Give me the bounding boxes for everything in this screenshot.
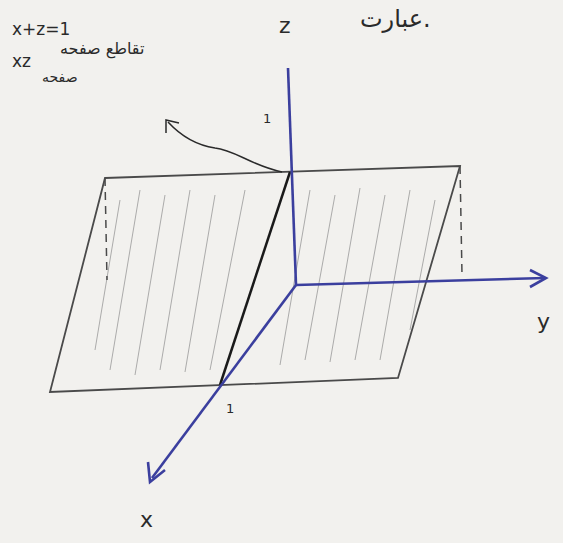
note-text: تقاطع صفحه [60,40,144,58]
plane-outline [50,166,462,392]
axes [148,68,546,482]
axis-label: x [140,508,153,532]
note-text: صفحه [42,70,78,85]
leader-arrow [166,120,282,172]
plane-name: xz [12,52,31,71]
plane-equation: x+z=1 [12,20,70,39]
tick-label: 1 [226,402,234,416]
intersection-line [220,172,290,385]
axis-label: z [279,14,291,38]
tick-label: 1 [263,112,271,126]
heading-fragment: عبارت. [360,6,431,32]
axis-label: y [537,310,550,334]
